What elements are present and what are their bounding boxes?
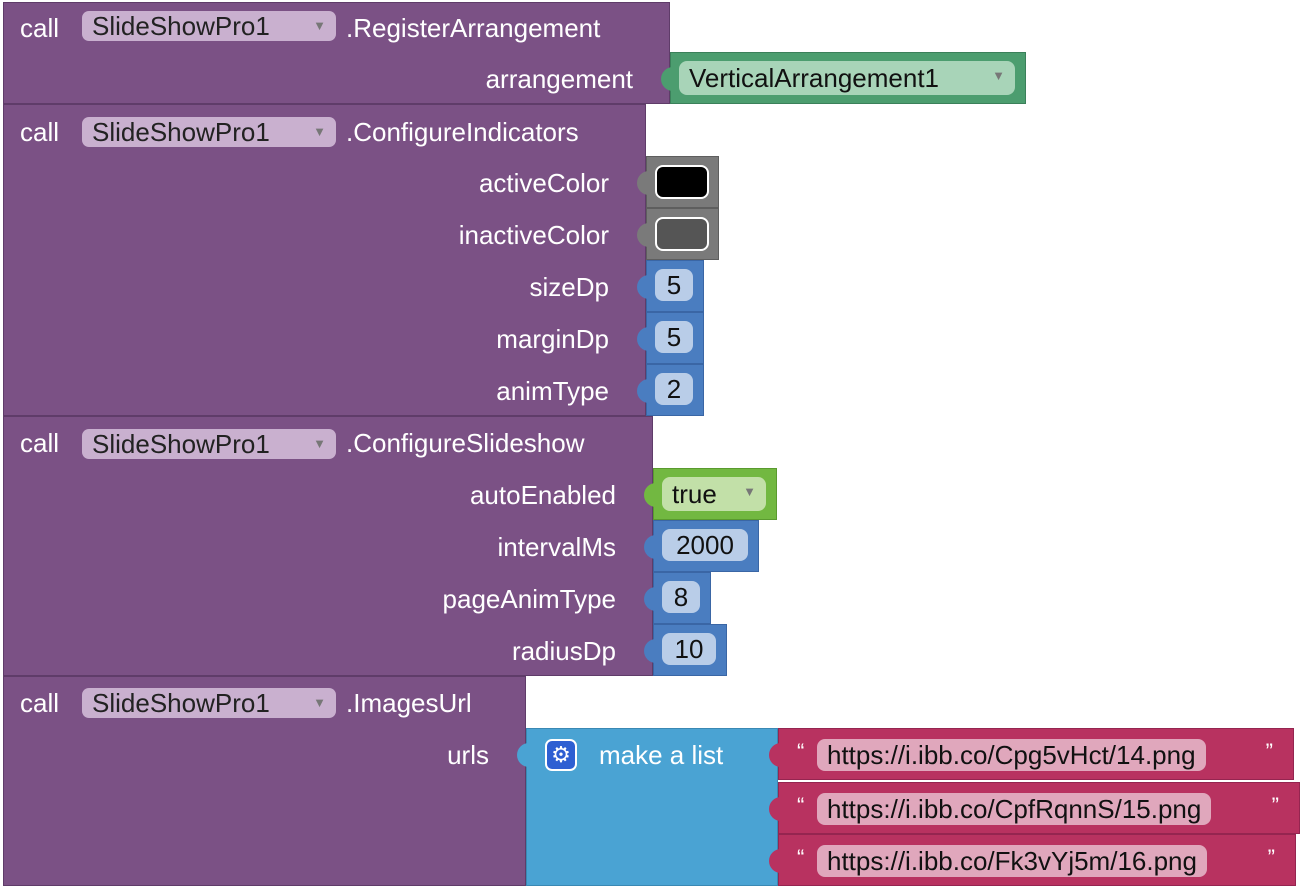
call-keyword: call	[20, 117, 60, 147]
pageanimtype-field[interactable]: 8	[662, 581, 700, 613]
configure-slideshow-block[interactable]: call SlideShowPro1 ▼ .ConfigureSlideshow…	[3, 416, 653, 676]
intervalms-field[interactable]: 2000	[662, 529, 748, 561]
input-connector	[637, 275, 649, 299]
method-name: .RegisterArrangement	[346, 13, 601, 43]
component-name: SlideShowPro1	[92, 117, 270, 147]
input-connector	[769, 849, 781, 873]
arg-label-inactivecolor: inactiveColor	[458, 220, 609, 250]
active-color-swatch[interactable]	[655, 165, 709, 199]
input-connector	[661, 67, 673, 91]
input-connector	[644, 483, 656, 507]
sizedp-field[interactable]: 5	[655, 269, 693, 301]
close-quote-icon: ”	[1271, 793, 1279, 818]
margindp-field[interactable]: 5	[655, 321, 693, 353]
radiusdp-number-block[interactable]: 10	[644, 624, 727, 676]
call-keyword: call	[20, 428, 60, 458]
input-connector	[644, 535, 656, 559]
arrangement-name: VerticalArrangement1	[689, 63, 940, 93]
component-dropdown[interactable]: SlideShowPro1 ▼	[82, 11, 336, 41]
triangle-down-icon: ▼	[313, 124, 326, 139]
component-dropdown[interactable]: SlideShowPro1 ▼	[82, 117, 336, 147]
input-connector	[637, 379, 649, 403]
triangle-down-icon: ▼	[743, 484, 756, 499]
component-name: SlideShowPro1	[92, 11, 270, 41]
text-block-url-3[interactable]: “ https://i.ibb.co/Fk3vYj5m/16.png ”	[769, 834, 1296, 886]
arrangement-dropdown[interactable]: VerticalArrangement1 ▼	[679, 61, 1015, 95]
sizedp-number-block[interactable]: 5	[637, 260, 704, 312]
inactive-color-block[interactable]	[637, 208, 719, 260]
close-quote-icon: ”	[1265, 739, 1273, 764]
url-text-field[interactable]: https://i.ibb.co/Cpg5vHct/14.png	[817, 739, 1206, 771]
boolean-value: true	[672, 479, 717, 509]
method-name: .ConfigureSlideshow	[346, 428, 585, 458]
arg-label-activecolor: activeColor	[478, 168, 609, 198]
close-quote-icon: ”	[1267, 845, 1275, 870]
arg-label-radiusdp: radiusDp	[511, 636, 616, 666]
triangle-down-icon: ▼	[992, 68, 1005, 83]
component-dropdown[interactable]: SlideShowPro1 ▼	[82, 429, 336, 459]
intervalms-number-block[interactable]: 2000	[644, 520, 759, 572]
configure-indicators-block[interactable]: call SlideShowPro1 ▼ .ConfigureIndicator…	[3, 104, 646, 416]
triangle-down-icon: ▼	[313, 18, 326, 33]
call-keyword: call	[20, 688, 60, 718]
arg-label-urls: urls	[447, 740, 489, 770]
input-connector	[644, 639, 656, 663]
url-text-field[interactable]: https://i.ibb.co/Fk3vYj5m/16.png	[817, 845, 1207, 877]
input-connector	[769, 797, 781, 821]
arg-label-arrangement: arrangement	[485, 64, 633, 94]
images-url-block[interactable]: call SlideShowPro1 ▼ .ImagesUrl urls	[3, 676, 526, 886]
make-a-list-block[interactable]: ⚙ make a list	[517, 728, 778, 886]
open-quote-icon: “	[797, 793, 805, 818]
input-connector	[769, 743, 781, 767]
component-name: SlideShowPro1	[92, 429, 270, 459]
input-connector	[644, 587, 656, 611]
arg-label-autoenabled: autoEnabled	[469, 480, 616, 510]
arrangement-value-block[interactable]: VerticalArrangement1 ▼	[661, 52, 1026, 104]
text-block-url-2[interactable]: “ https://i.ibb.co/CpfRqnnS/15.png ”	[769, 782, 1300, 834]
active-color-block[interactable]	[637, 156, 719, 208]
url-text-field[interactable]: https://i.ibb.co/CpfRqnnS/15.png	[817, 793, 1212, 825]
autoenabled-boolean-block[interactable]: true ▼	[644, 468, 777, 520]
triangle-down-icon: ▼	[313, 436, 326, 451]
margindp-number-block[interactable]: 5	[637, 312, 704, 364]
method-name: .ConfigureIndicators	[346, 117, 579, 147]
animtype-field[interactable]: 2	[655, 373, 693, 405]
call-keyword: call	[20, 13, 60, 43]
gear-icon[interactable]: ⚙	[545, 739, 577, 771]
boolean-dropdown[interactable]: true ▼	[662, 477, 766, 511]
arg-label-pageanimtype: pageAnimType	[442, 584, 616, 614]
text-block-url-1[interactable]: “ https://i.ibb.co/Cpg5vHct/14.png ”	[769, 728, 1294, 780]
arg-label-margindp: marginDp	[496, 324, 609, 354]
animtype-number-block[interactable]: 2	[637, 364, 704, 416]
register-arrangement-block[interactable]: call SlideShowPro1 ▼ .RegisterArrangemen…	[3, 2, 670, 104]
input-connector	[637, 171, 649, 195]
pageanimtype-number-block[interactable]: 8	[644, 572, 711, 624]
input-connector	[637, 327, 649, 351]
input-connector	[637, 223, 649, 247]
open-quote-icon: “	[797, 739, 805, 764]
component-dropdown[interactable]: SlideShowPro1 ▼	[82, 688, 336, 718]
radiusdp-field[interactable]: 10	[662, 633, 716, 665]
arg-label-intervalms: intervalMs	[497, 532, 616, 562]
inactive-color-swatch[interactable]	[655, 217, 709, 251]
open-quote-icon: “	[797, 845, 805, 870]
component-name: SlideShowPro1	[92, 688, 270, 718]
arg-label-sizedp: sizeDp	[529, 272, 609, 302]
input-connector	[517, 743, 529, 767]
make-a-list-label: make a list	[599, 740, 724, 770]
method-name: .ImagesUrl	[346, 688, 472, 718]
arg-label-animtype: animType	[496, 376, 609, 406]
triangle-down-icon: ▼	[313, 695, 326, 710]
